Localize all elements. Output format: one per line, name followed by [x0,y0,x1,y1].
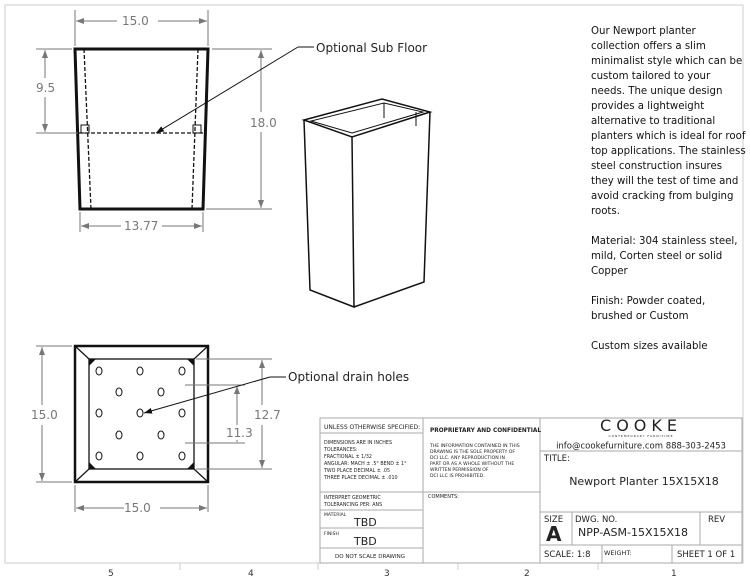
zone-ticks [179,563,599,570]
description-custom: Custom sizes available [591,341,708,352]
size-label: SIZE [544,515,563,525]
interpret-label: INTERPRET GEOMETRIC [324,495,381,501]
dim-inner-b: 11.3 [226,426,253,440]
zone-label: 2 [524,569,530,579]
tolerances: DIMENSIONS ARE IN INCHES TOLERANCES: FRA… [323,440,406,481]
dim-top-width: 15.0 [122,14,149,28]
scale-value: SCALE: 1:8 [544,550,591,560]
svg-text:DRAWING IS THE SOLE PROPERTY O: DRAWING IS THE SOLE PROPERTY OF [430,449,515,455]
title-label: TITLE: [543,454,570,464]
proprietary-text: THE INFORMATION CONTAINED IN THIS DRAWIN… [429,443,520,479]
dim-bottom-width: 13.77 [124,219,158,233]
rev-label: REV [708,515,725,525]
company-contact: info@cookefurniture.com 888-303-2453 [556,442,726,452]
company-logo: COOKE [600,416,682,435]
svg-text:DCI LLC IS PROHIBITED.: DCI LLC IS PROHIBITED. [430,473,485,479]
dim-top-width: 15.0 [124,501,151,515]
zone-label: 5 [108,569,114,579]
drawing-title: Newport Planter 15X15X18 [569,475,719,488]
zone-labels: 5 4 3 2 1 [108,569,677,579]
company-tagline: CONTEMPORARY FURNITURE [608,434,673,438]
dim-depth: 15.0 [31,408,58,422]
svg-text:WRITTEN PERMISSION OF: WRITTEN PERMISSION OF [430,467,489,473]
weight-label: WEIGHT: [604,549,632,557]
svg-text:DIMENSIONS ARE IN INCHES: DIMENSIONS ARE IN INCHES [324,440,392,446]
front-view: 15.0 13.77 9.5 18.0 Optional Sub Floor [36,10,427,233]
finish-label: FINISH [324,531,339,537]
dwg-no-value: NPP-ASM-15X15X18 [578,526,688,539]
proprietary-heading: PROPRIETARY AND CONFIDENTIAL [430,428,541,434]
dwg-no-label: DWG. NO. [575,515,617,525]
description-intro: Our Newport planter collection offers a … [591,26,746,217]
callout-drain-holes: Optional drain holes [288,370,409,384]
material-label: MATERIAL [324,512,347,518]
sheet-number: SHEET 1 OF 1 [677,550,735,560]
svg-text:TOLERANCES:: TOLERANCES: [323,447,358,453]
unless-specified: UNLESS OTHERWISE SPECIFIED: [324,424,420,431]
callout-sub-floor: Optional Sub Floor [316,41,427,55]
svg-text:DCI LLC. ANY REPRODUCTION IN: DCI LLC. ANY REPRODUCTION IN [430,455,505,461]
isometric-view [301,98,433,309]
size-value: A [546,522,562,546]
product-description: Our Newport planter collection offers a … [591,24,746,369]
svg-text:ANGULAR: MACH ± .5° BEND ± 1°: ANGULAR: MACH ± .5° BEND ± 1° [324,461,406,467]
material-value: TBD [353,516,377,529]
svg-text:THREE PLACE DECIMAL ± .010: THREE PLACE DECIMAL ± .010 [323,475,398,481]
no-scale-note: DO NOT SCALE DRAWING [335,554,405,560]
interpret-label: TOLERANCING PER: ANS [323,502,382,508]
svg-text:TWO PLACE DECIMAL ± .05: TWO PLACE DECIMAL ± .05 [323,468,390,474]
zone-label: 4 [248,569,254,579]
top-view: 15.0 15.0 12.7 11.3 Optional drain holes [31,344,409,515]
zone-label: 1 [671,569,677,579]
title-block: UNLESS OTHERWISE SPECIFIED: DIMENSIONS A… [319,416,743,564]
description-finish: Finish: Powder coated, brushed or Custom [591,296,706,322]
svg-text:THE INFORMATION CONTAINED IN T: THE INFORMATION CONTAINED IN THIS [429,443,520,449]
svg-text:PART OR AS A WHOLE WITHOUT THE: PART OR AS A WHOLE WITHOUT THE [430,461,514,467]
dim-inner-a: 12.7 [254,408,281,422]
zone-label: 3 [384,569,390,579]
comments-label: COMMENTS: [428,494,459,500]
dim-height: 18.0 [250,116,277,130]
finish-value: TBD [353,535,377,548]
svg-text:FRACTIONAL ± 1/32: FRACTIONAL ± 1/32 [324,454,372,460]
description-material: Material: 304 stainless steel, mild, Cor… [591,236,738,277]
dim-floor-height: 9.5 [36,81,55,95]
